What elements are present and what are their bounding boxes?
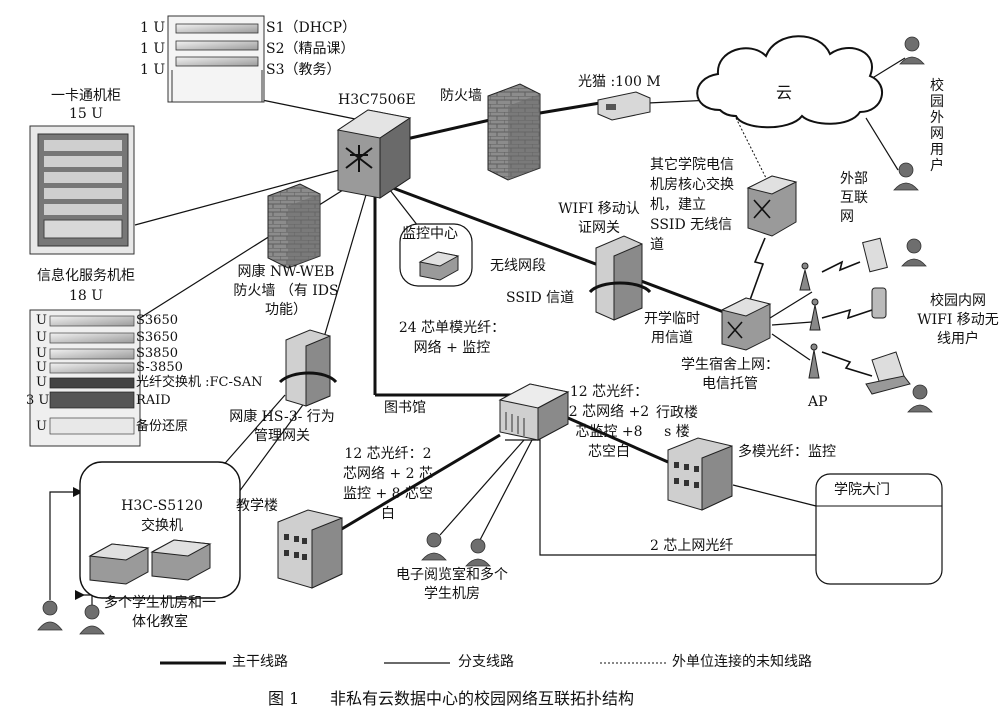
teaching-building (277, 509, 343, 589)
rack-u-4: U (36, 360, 47, 375)
nw-web-firewall-label: 网康 NW-WEB 防火墙 （有 IDS 功能） (233, 264, 339, 318)
fiber-12a-label: 12 芯光纤：2 芯网络 +2 芯监控 +8 芯空白 (568, 384, 650, 460)
multimode-label: 多模光纤：监控 (738, 444, 836, 460)
info-cabinet-size: 18 U (68, 288, 104, 304)
external-internet-label: 外部互联网 (840, 171, 868, 225)
unit-label-2: 1 U (140, 41, 166, 57)
cloud (696, 35, 883, 129)
info-cabinet (29, 309, 141, 447)
card-cabinet (29, 125, 135, 255)
admin-building (667, 437, 733, 511)
rack-name-7: 备份还原 (136, 419, 189, 434)
legend-unknown-label: 外单位连接的未知线路 (672, 654, 812, 670)
behavior-gateway-label: 网康 HS-3- 行为管理网关 (229, 409, 335, 444)
rack-name-4: S-3850 (136, 360, 183, 375)
ssid-channel-label: SSID 信道 (506, 290, 575, 306)
server-s3-label: S3（教务） (266, 62, 341, 78)
rack-name-6: RAID (136, 393, 171, 408)
s5120-switches (88, 539, 212, 585)
library-label: 图书馆 (384, 400, 426, 416)
fiber-2core-label: 2 芯上网光纤 (650, 538, 734, 554)
campus-wifi-users-label: 校园内网 WIFI 移动无线用户 (917, 293, 999, 347)
unit-label-3: 1 U (140, 62, 166, 78)
fiber-12b-label: 12 芯光纤：2 芯网络 + 2 芯监控 + 8 芯空白 (343, 446, 433, 522)
rack-u-2: U (36, 330, 47, 345)
ap-label: AP (808, 394, 828, 410)
rack-name-1: S3650 (136, 313, 178, 328)
dorm-label: 学生宿舍上网：电信托管 (681, 357, 779, 392)
firewall-label: 防火墙 (440, 88, 482, 104)
rack-u-1: U (36, 313, 47, 328)
behavior-gateway (278, 329, 338, 407)
library-switch (498, 383, 570, 441)
server-s2-label: S2（精品课） (266, 41, 355, 57)
e-reading-label: 电子阅览室和多个学生机房 (396, 567, 508, 602)
legend-branch-label: 分支线路 (458, 654, 514, 670)
info-cabinet-title: 信息化服务机柜 (37, 268, 135, 284)
server-s1-label: S1（DHCP） (266, 20, 357, 36)
rack-u-6: 3 U (26, 393, 50, 408)
rack-u-5: U (36, 375, 47, 390)
rack-name-3: S3850 (136, 346, 178, 361)
teaching-building-label: 教学楼 (236, 498, 278, 514)
rack-u-7: U (36, 419, 47, 434)
firewall (487, 83, 541, 181)
freshman-channel-label: 开学临时用信道 (644, 311, 700, 346)
fiber-24-label: 24 芯单模光纤：网络 + 监控 (398, 320, 506, 356)
wireless-segment-label: 无线网段 (490, 258, 546, 274)
caption-text: 非私有云数据中心的校园网络互联拓扑结构 (330, 689, 635, 708)
unit-label-1: 1 U (140, 20, 166, 36)
monitor-center-label: 监控中心 (402, 226, 458, 242)
rack-u-3: U (36, 346, 47, 361)
card-cabinet-title: 一卡通机柜 (51, 88, 121, 104)
modem-label: 光猫 :100 M (578, 74, 661, 90)
user-icons (37, 36, 933, 635)
wifi-devices (862, 237, 911, 395)
top-server-rack (167, 15, 265, 103)
wireless-links (749, 237, 873, 377)
rack-name-2: S3650 (136, 330, 178, 345)
external-users-label: 校园外网用户 (930, 78, 944, 174)
caption-number: 图 1 (268, 689, 300, 708)
rack-name-5: 光纤交换机 :FC-SAN (136, 375, 263, 390)
optical-modem (597, 91, 651, 121)
core-switch (336, 109, 412, 199)
access-points (799, 262, 821, 379)
gate-box (815, 473, 943, 585)
student-labs-label: 多个学生机房和一体化教室 (104, 595, 216, 630)
s5120-label: H3C-S5120 交换机 (121, 498, 203, 534)
wifi-gateway-label: WIFI 移动认证网关 (558, 201, 640, 236)
admin-building-label: 行政楼 s 楼 (656, 405, 698, 440)
core-switch-label: H3C7506E (338, 92, 416, 108)
other-college-switch (746, 175, 798, 237)
cloud-label: 云 (776, 83, 793, 102)
gate-label: 学院大门 (834, 482, 890, 498)
legend-trunk-label: 主干线路 (232, 654, 288, 670)
card-cabinet-size: 15 U (68, 106, 104, 122)
wifi-gateway (588, 235, 652, 321)
other-college-label: 其它学院电信机房核心交换机，建立 SSID 无线信道 (650, 157, 734, 253)
trunk-lines (339, 101, 746, 532)
monitor-center (399, 223, 473, 287)
dorm-switch (720, 297, 772, 351)
nw-web-firewall (267, 183, 321, 269)
